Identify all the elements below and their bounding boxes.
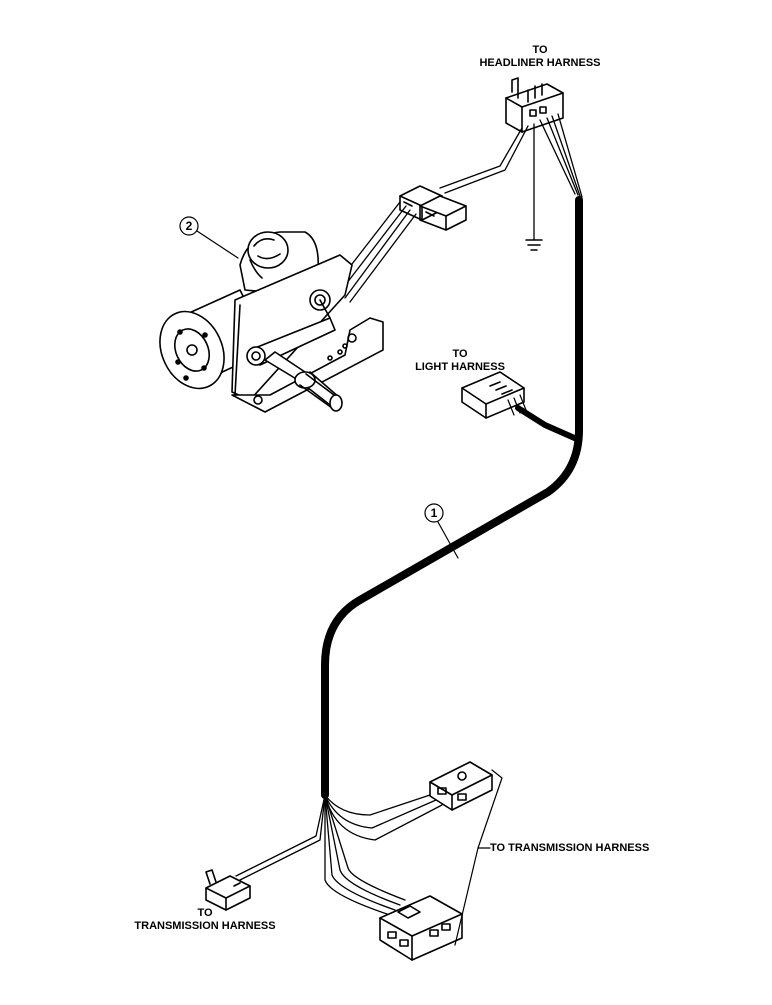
transmission-label-left-to: TO (197, 907, 213, 919)
headliner-label-text: HEADLINER HARNESS (479, 57, 601, 69)
light-label: TO LIGHT HARNESS (400, 348, 520, 374)
transmission-label-right: TO TRANSMISSION HARNESS (490, 842, 650, 854)
transmission-label-left: TO TRANSMISSION HARNESS (120, 907, 290, 933)
light-harness-connector (461, 371, 525, 419)
motor-wires (334, 201, 417, 303)
callout-1: 1 (430, 506, 438, 520)
transmission-connector-left (205, 869, 251, 911)
callout-2: 2 (185, 219, 193, 233)
transmission-leaders (454, 769, 503, 946)
callout-2-leader (179, 216, 239, 259)
headliner-label: TO HEADLINER HARNESS (470, 44, 610, 70)
transmission-connector-lower (379, 895, 463, 961)
headliner-connector (505, 77, 564, 133)
headliner-label-to: TO (532, 44, 548, 56)
transmission-label-left-text: TRANSMISSION HARNESS (134, 920, 276, 932)
inline-connector-pair (399, 185, 467, 231)
light-label-to: TO (452, 348, 468, 360)
callout-1-leader (424, 503, 459, 559)
light-label-text: LIGHT HARNESS (415, 361, 505, 373)
bottom-breakout-wires (235, 794, 443, 916)
ground-symbol (525, 239, 543, 251)
main-harness-trunk (321, 196, 583, 799)
wiper-motor (159, 231, 384, 413)
light-wires (507, 394, 527, 416)
light-harness-branch (515, 405, 582, 443)
headliner-wires (439, 113, 583, 241)
transmission-connector-upper (429, 761, 493, 811)
